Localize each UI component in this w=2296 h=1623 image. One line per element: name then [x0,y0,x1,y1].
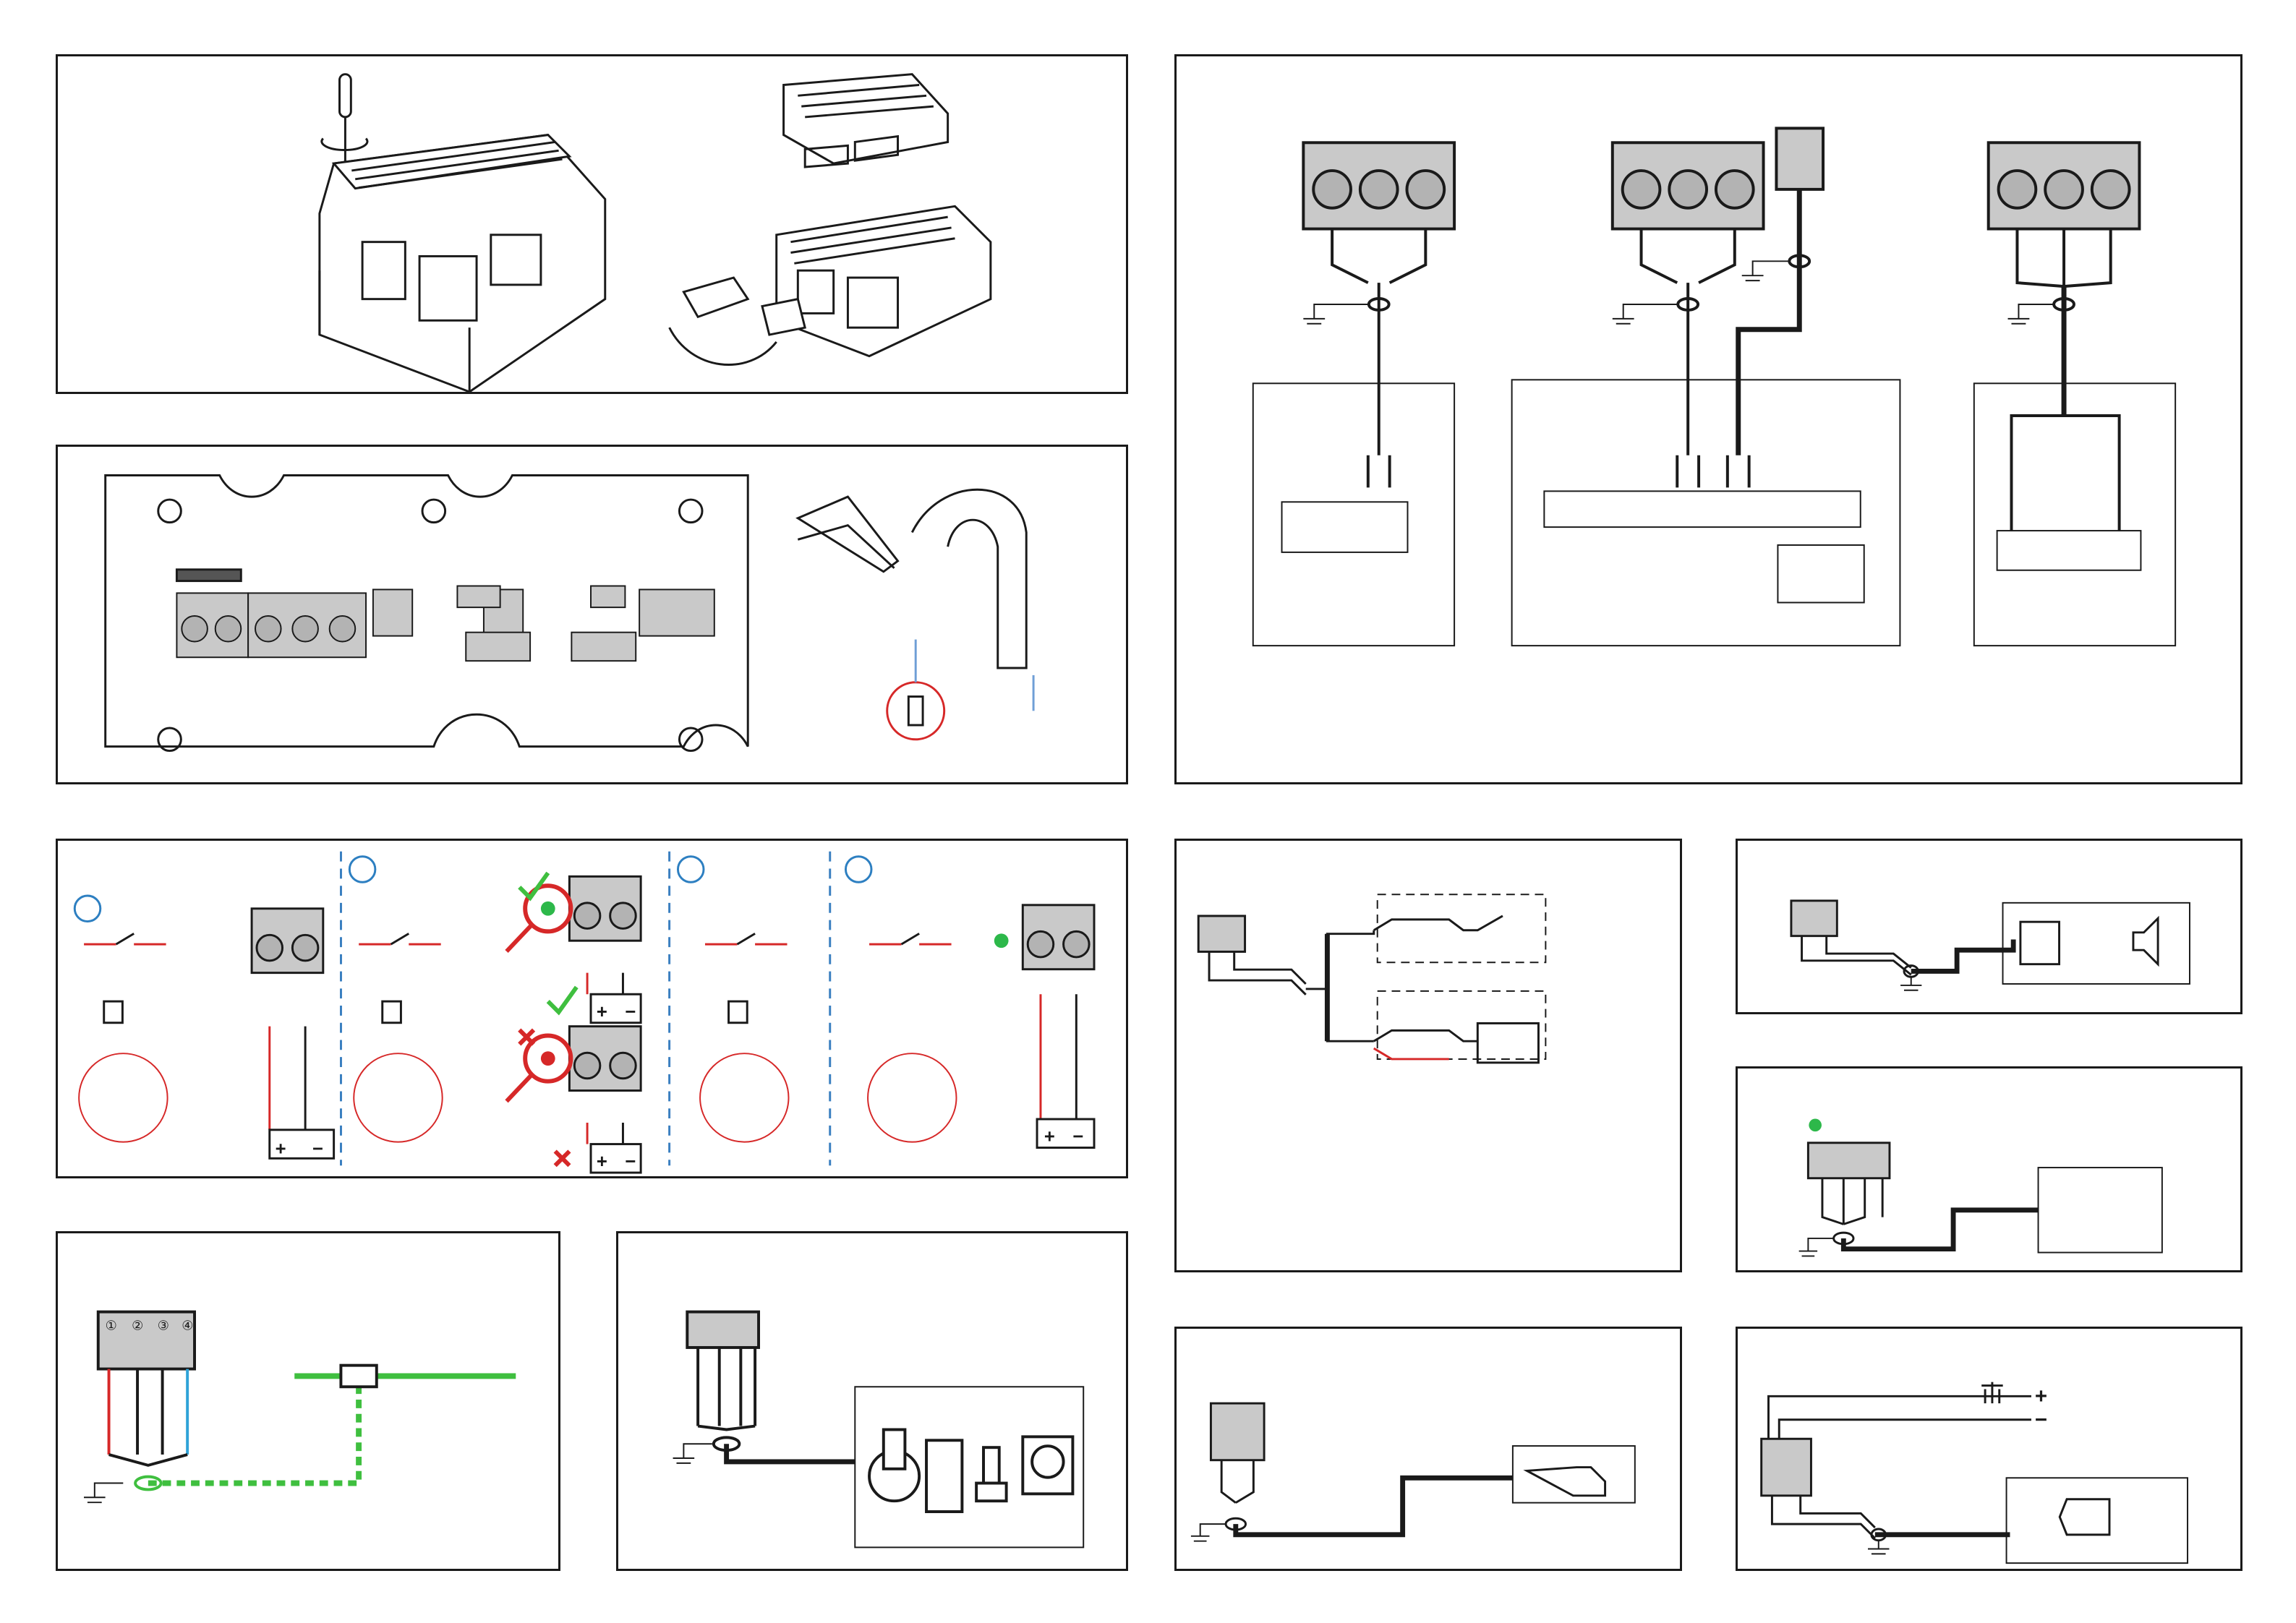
switch-icon [1374,916,1503,930]
panel-power-test-sequence: + − + − + − + − [56,839,1128,1178]
terminal-block-icon [1211,1403,1264,1460]
cross-icon [555,1151,570,1165]
sensor-box [1378,991,1546,1059]
cylinder-body [1544,491,1860,527]
fuse-icon [104,1001,747,1023]
terminal-block-icon [1808,1143,1890,1178]
step-circle-4 [845,857,871,883]
solenoid-body [1997,531,2141,570]
terminal-mark-3: ③ [158,1318,169,1332]
motor-body [1778,545,1864,603]
power-minus-label: − [2035,1408,2047,1432]
ground-icon [1868,1541,1889,1554]
cross-icon [519,1030,534,1045]
relay-coil-icon [2060,1499,2109,1535]
fuse-icon [1981,1382,2002,1403]
relay-horn-diagram [1738,841,2240,1012]
joystick-icon [976,1447,1006,1501]
battery-minus: − [1072,1127,1083,1147]
led-green-icon [994,933,1009,948]
terminal-mark-4: ④ [182,1318,193,1332]
control-panel-icon [926,1440,962,1512]
wire-stripper-icon [798,489,1033,740]
enclosure-lid-top [784,74,948,167]
battery-plus: + [597,1152,607,1172]
board-terminal-blocks [176,586,714,661]
valve-body [1282,502,1408,552]
ground-icon [673,1444,712,1463]
battery-minus: − [625,1002,636,1022]
step-circle-2 [349,857,375,883]
ground-icon [1799,1238,1833,1256]
battery-plus: + [1044,1127,1055,1147]
enclosure-illustration [58,56,1126,392]
interface-module-diagram [1738,1069,2240,1270]
control-devices-diagram [618,1233,1126,1569]
panel-control-devices [616,1231,1128,1571]
panel-enclosure-assembly [56,54,1128,394]
magnifier-icon [507,886,571,1101]
test-sequence-diagram: + − + − + − + − [58,841,1126,1176]
led-green-icon [1809,1119,1822,1132]
panel-can-bus-connection: ① ② ③ ④ [56,1231,560,1571]
panel-actuator-wiring [1174,54,2242,784]
board-illustration [58,447,1126,782]
can-bus-diagram: ① ② ③ ④ [58,1233,558,1569]
screwdriver-icon [340,74,351,171]
joystick-icon [869,1429,919,1501]
battery-plus: + [276,1139,286,1159]
enclosure-base-left [320,135,605,392]
step-circle-1 [74,896,101,922]
terminal-block-icon [1762,1439,1811,1496]
panel-remote-sensor [1174,1327,1682,1571]
switch-sensor-diagram [1177,841,1680,1270]
ground-icon [1900,977,1921,990]
sensor-box [1513,1446,1635,1503]
terminal-mark-1: ① [106,1318,117,1332]
panel-relay-horn [1736,839,2242,1014]
panel-board-layout [56,445,1128,784]
sensor-body [1477,1023,1538,1062]
panel-power-supply: + − [1736,1327,2242,1571]
ground-icon [84,1483,123,1503]
led-green-icon [541,902,555,916]
led-red-icon [541,1051,555,1066]
step-circle-3 [678,857,704,883]
power-plus-label: + [2035,1384,2047,1408]
sensor-body [1527,1468,1605,1496]
panel-switch-sensor-input [1174,839,1682,1272]
enclosure-base-right [777,206,991,356]
ground-icon [1191,1524,1225,1541]
control-panel-icon [1023,1436,1072,1494]
battery-plus: + [597,1002,607,1022]
horn-icon [2133,918,2158,964]
terminal-block-icon [1791,901,1837,936]
terminal-mark-2: ② [132,1318,143,1332]
actuator-wiring-diagram [1177,56,2240,782]
battery-minus: − [625,1152,636,1172]
terminal-block-icon [687,1312,759,1348]
power-supply-diagram: + − [1738,1329,2240,1569]
battery-minus: − [312,1139,323,1159]
terminal-block-icon [1303,128,2139,228]
relay-coil-icon [2020,922,2060,964]
checkmark-icon [548,987,576,1012]
terminal-block-icon [1198,916,1245,952]
device-box-solenoid [1974,383,2175,646]
remote-sensor-diagram [1177,1329,1680,1569]
device-box [2007,1478,2188,1563]
module-box [2039,1168,2162,1252]
panel-interface-module [1736,1066,2242,1272]
relay-box [2003,903,2190,984]
